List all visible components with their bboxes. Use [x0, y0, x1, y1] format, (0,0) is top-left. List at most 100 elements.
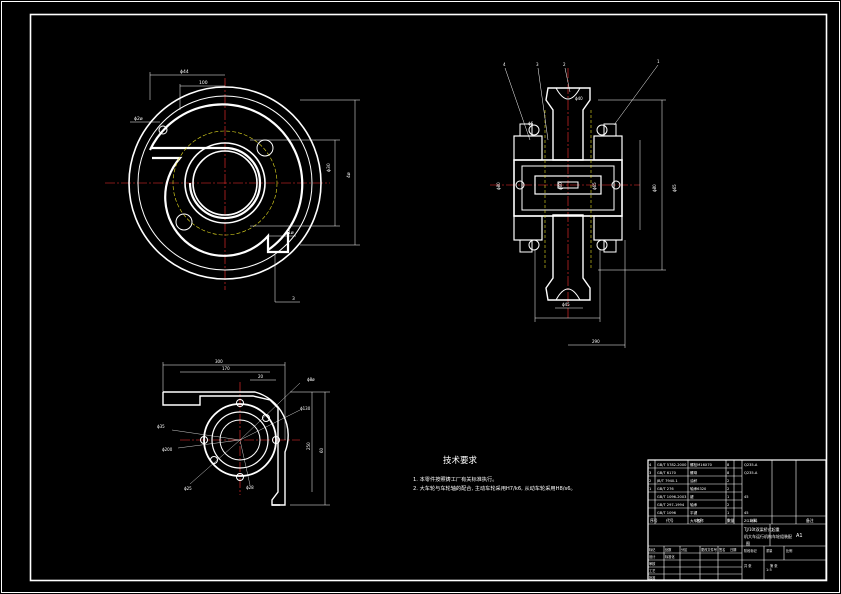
spiral-web: [152, 146, 262, 220]
parts-cell: 45: [744, 495, 749, 499]
drawing-title: 机大车运行机构车轮组装配: [744, 533, 792, 539]
hole: [236, 399, 244, 407]
sheet-info: 共 张: [744, 563, 752, 568]
dim-label: ϕ25: [184, 486, 192, 491]
parts-cell: 3: [649, 471, 651, 475]
dim-label: ϕ45: [562, 302, 570, 307]
hidden-circle: [172, 130, 278, 236]
parts-header: 备注: [806, 518, 814, 523]
bearing-housing-inner: [521, 165, 615, 211]
sign-header: 分区: [681, 547, 688, 552]
wheel-profile: [545, 214, 591, 301]
parts-cell: 1: [649, 487, 651, 491]
side-plate: [593, 215, 623, 241]
dim-label: ϕ200: [162, 447, 173, 452]
scale-value: 1:5: [766, 568, 772, 572]
leader-line: [613, 64, 659, 126]
sheet-size: A1: [796, 533, 803, 539]
parts-cell: 平键: [690, 510, 698, 515]
bracket-dims: 300 170 20 ϕ8ø ϕ130 ϕ35 ϕ200 ϕ25 ϕ28 250…: [157, 359, 324, 491]
hole: [200, 436, 208, 444]
hole: [236, 473, 244, 481]
oil-cup: [611, 180, 621, 190]
bore: [219, 419, 261, 461]
parts-header: 代号: [666, 518, 674, 523]
axle: [534, 175, 602, 195]
dim-label: 4ø: [346, 172, 352, 178]
dim-label: 290: [592, 339, 600, 344]
wheel-tread: [555, 288, 581, 301]
balloon-number: 3: [536, 62, 539, 67]
role-label: 批准: [649, 575, 656, 580]
hole: [210, 456, 218, 464]
parts-cell: 轴承6320: [690, 486, 707, 491]
leader-line: [504, 67, 531, 141]
parts-cell: 1: [727, 519, 729, 523]
parts-cell: 2: [727, 479, 729, 483]
bolt: [519, 239, 533, 253]
sign-header: 重量: [766, 548, 773, 553]
wheel-front-dims: ϕ44 100 ϕ2ø ϕ30 4ø ϕ1ø 3: [134, 69, 352, 302]
parts-cell: 8: [727, 463, 730, 467]
sign-header: 设计: [649, 554, 656, 559]
parts-cell: GB/T 297-1994: [657, 503, 685, 507]
leader-line: [537, 67, 549, 141]
parts-cell: GB/T 1096: [657, 511, 677, 515]
title-block-frame: [647, 459, 827, 581]
hub-bore: [192, 150, 258, 216]
parts-cell: 键: [690, 494, 694, 499]
dim-label: ϕ40: [575, 96, 583, 101]
key: [557, 181, 579, 189]
balloon-number: 4: [503, 62, 506, 67]
hole: [262, 414, 270, 422]
oil-cup: [515, 180, 525, 190]
parts-header: 名称: [696, 518, 704, 523]
leader-line: [239, 382, 301, 441]
dim-label: ϕ65: [672, 184, 677, 192]
parts-cell: GB/T 1096-2003: [657, 495, 686, 499]
requirements-line: 2. 大车轮与车轮轴的配合, 主动车轮采用H7/k6, 从动车轮采用H8/s6。: [413, 484, 576, 492]
dim-label: 20: [258, 374, 264, 379]
drawing-title: TJ/10t双梁桥式起重: [743, 526, 780, 532]
parts-cell: 8: [727, 471, 730, 475]
dim-label: ϕ44: [180, 69, 189, 75]
parts-cell: Q235-A: [744, 471, 758, 475]
parts-cell: ZG340: [744, 519, 757, 523]
spiral-web-2: [149, 103, 304, 251]
requirements-line: 1. 本零件按照铸工厂有关标准执行。: [413, 475, 497, 483]
leader-line: [189, 439, 241, 485]
parts-cell: 螺栓M16X70: [690, 462, 713, 467]
dim-label: ϕ80: [652, 184, 657, 192]
dim-label: 300: [215, 359, 223, 364]
inner-rim: [137, 95, 313, 271]
dim-label: 60: [319, 447, 324, 453]
sign-header: 更改文件号: [701, 547, 717, 552]
leader-line: [239, 439, 251, 486]
sign-header: 日期: [730, 547, 736, 552]
parts-cell: GB/T 6170: [657, 471, 677, 475]
dim-label: ϕ28: [246, 485, 254, 490]
nut: [528, 124, 540, 136]
parts-cell: 2: [727, 503, 729, 507]
parts-cell: 1: [727, 511, 729, 515]
parts-cell: GB/T 5782-2000: [657, 463, 687, 467]
drawing-border: [29, 13, 828, 582]
leader-line: [239, 409, 301, 441]
wheel-tread: [555, 87, 581, 100]
parts-cell: 1: [727, 495, 729, 499]
bolt: [519, 123, 533, 137]
parts-header: 材料: [750, 518, 758, 523]
spiral-web-outer: [152, 156, 290, 257]
bolt-hole: [256, 139, 274, 157]
role-label: 审核: [649, 561, 656, 566]
dim-label: ϕ65: [592, 182, 597, 190]
dim-label: ϕ6: [528, 121, 534, 126]
flange-inner: [211, 411, 269, 469]
dim-label: ϕ8ø: [307, 377, 315, 382]
dim-label: ϕ35: [157, 424, 165, 429]
parts-cell: 2: [727, 487, 729, 491]
bracket-outline: [162, 392, 280, 506]
flange-outer: [203, 403, 277, 477]
